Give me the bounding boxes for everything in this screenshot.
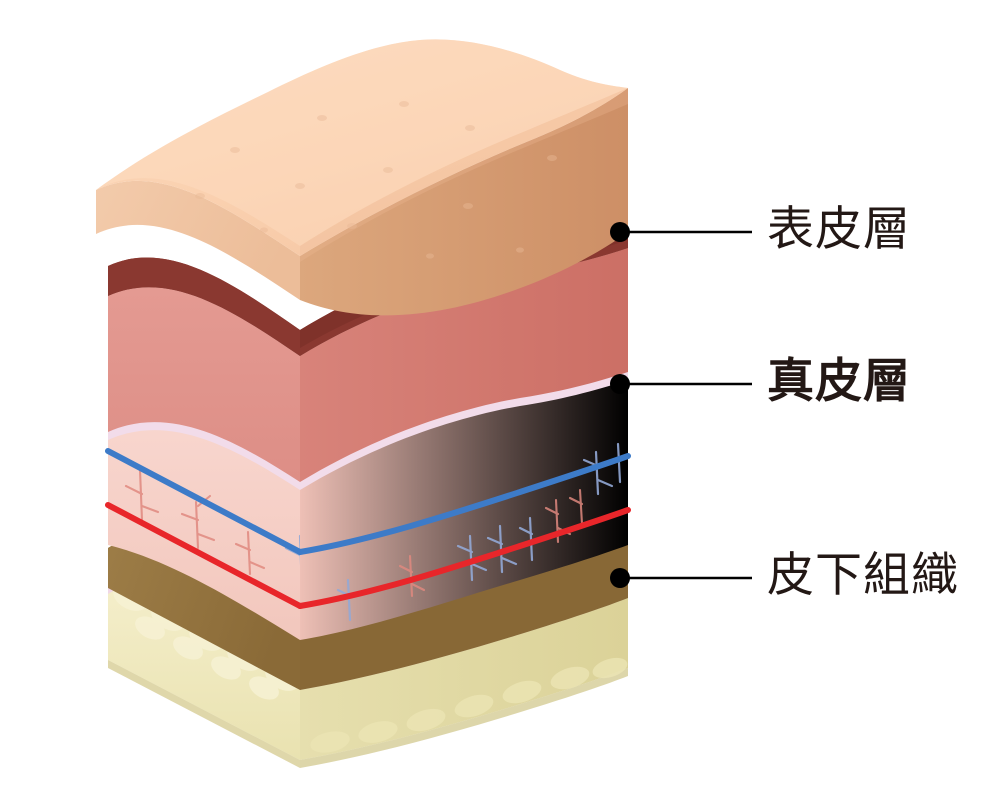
- label-epidermis: 表皮層: [767, 202, 911, 257]
- layer-epidermis: [96, 39, 628, 316]
- leader-dot-epidermis: [610, 222, 630, 242]
- leader-lines: [610, 222, 752, 588]
- label-subcutis: 皮下組織: [767, 548, 959, 603]
- leader-dot-dermis: [610, 374, 630, 394]
- label-dermis: 真皮層: [767, 354, 911, 409]
- leader-dot-subcutis: [610, 568, 630, 588]
